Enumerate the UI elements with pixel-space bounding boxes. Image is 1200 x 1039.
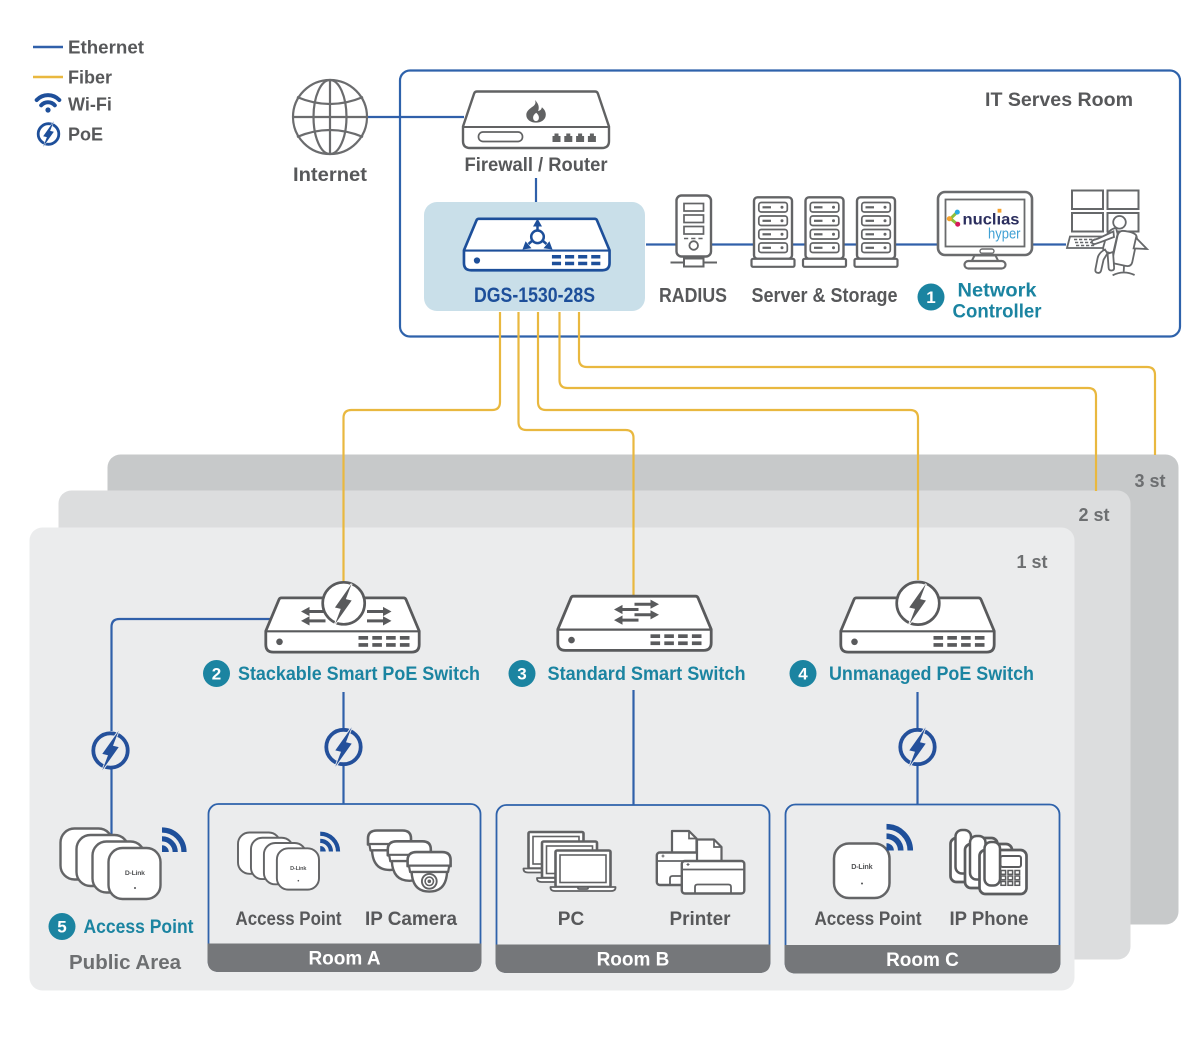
svg-text:Access Point: Access Point	[236, 909, 343, 930]
svg-text:hyper: hyper	[988, 226, 1021, 242]
svg-text:2: 2	[212, 665, 221, 684]
svg-text:Ethernet: Ethernet	[68, 38, 144, 58]
svg-text:2 st: 2 st	[1078, 505, 1109, 525]
svg-text:Access Point: Access Point	[815, 909, 923, 930]
svg-text:Server & Storage: Server & Storage	[752, 284, 898, 307]
svg-text:3: 3	[517, 665, 526, 684]
svg-text:PoE: PoE	[68, 125, 103, 145]
svg-text:Room B: Room B	[597, 950, 670, 971]
svg-text:3 st: 3 st	[1134, 471, 1165, 491]
svg-text:1 st: 1 st	[1016, 552, 1047, 572]
svg-text:Internet: Internet	[293, 165, 368, 186]
svg-text:5: 5	[57, 918, 66, 937]
svg-text:Standard Smart Switch: Standard Smart Switch	[548, 664, 746, 685]
svg-text:D-Link: D-Link	[851, 862, 872, 871]
svg-text:Room A: Room A	[308, 949, 380, 970]
svg-text:Room C: Room C	[886, 950, 959, 971]
svg-text:Unmanaged PoE Switch: Unmanaged PoE Switch	[829, 664, 1034, 685]
svg-text:Wi-Fi: Wi-Fi	[68, 95, 112, 115]
svg-text:IT Serves Room: IT Serves Room	[985, 90, 1133, 111]
svg-text:Firewall / Router: Firewall / Router	[465, 155, 609, 176]
svg-text:IP Camera: IP Camera	[365, 909, 457, 930]
svg-text:1: 1	[926, 288, 935, 307]
svg-text:PC: PC	[558, 909, 585, 930]
svg-text:Network: Network	[958, 281, 1037, 302]
svg-text:Stackable Smart PoE Switch: Stackable Smart PoE Switch	[238, 664, 480, 685]
svg-text:Controller: Controller	[953, 302, 1043, 323]
svg-text:Public Area: Public Area	[69, 951, 182, 974]
svg-text:Printer: Printer	[670, 909, 732, 930]
svg-text:4: 4	[798, 665, 808, 684]
svg-text:RADIUS: RADIUS	[659, 284, 727, 307]
svg-text:DGS-1530-28S: DGS-1530-28S	[474, 284, 595, 307]
svg-text:Access Point: Access Point	[84, 917, 195, 938]
svg-text:IP Phone: IP Phone	[950, 909, 1029, 930]
svg-text:Fiber: Fiber	[68, 68, 112, 88]
